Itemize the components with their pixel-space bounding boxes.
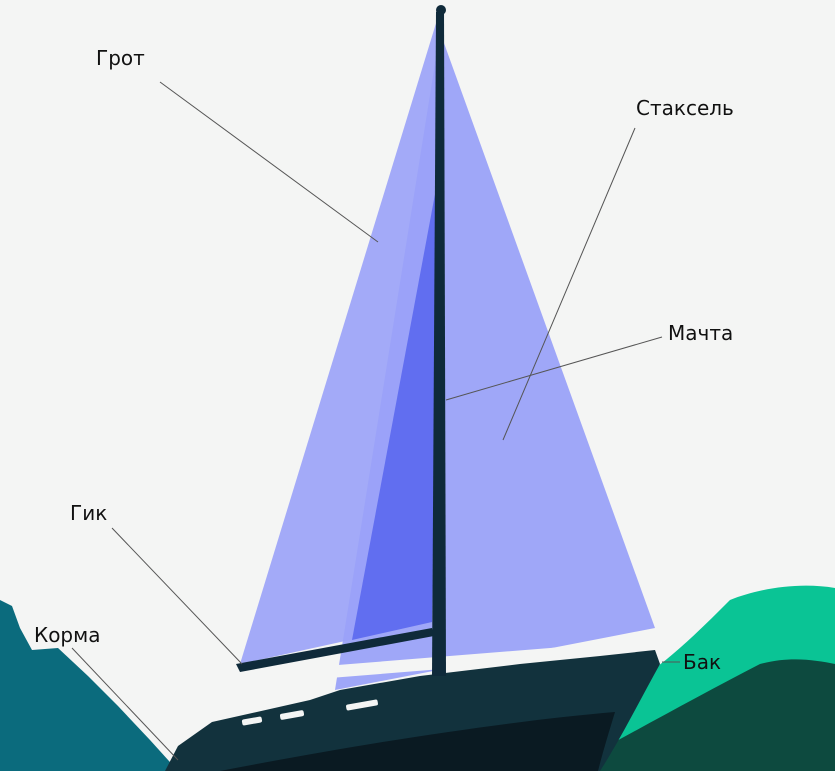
label-mainsail: Грот [96, 48, 145, 68]
label-stern: Корма [34, 625, 100, 645]
label-boom: Гик [70, 503, 107, 523]
label-jib: Стаксель [636, 98, 734, 118]
label-mast: Мачта [668, 323, 733, 343]
mast-top [436, 5, 446, 15]
label-bow: Бак [683, 652, 721, 672]
